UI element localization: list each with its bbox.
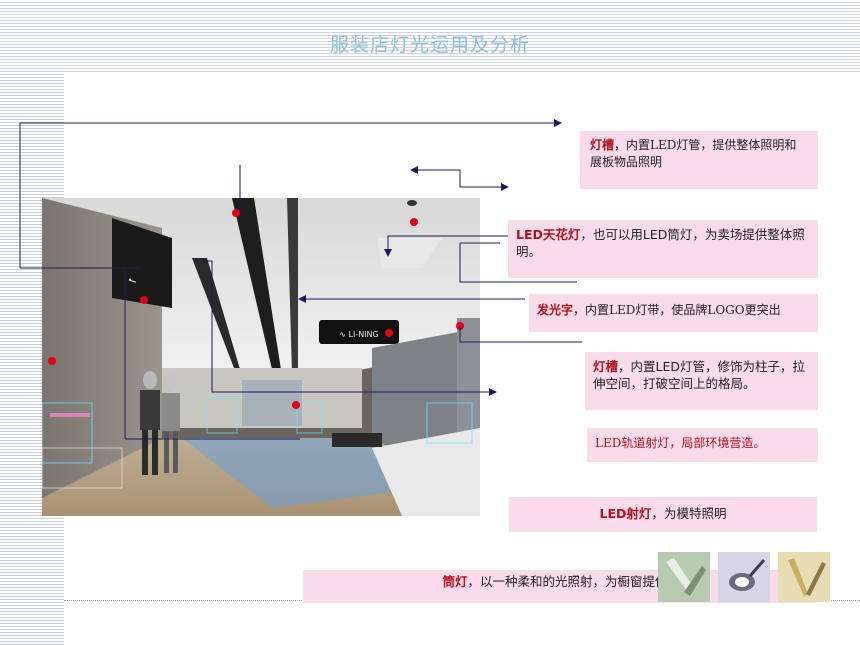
callout-led-ceiling-light: LED天花灯，也可以用LED筒灯，为卖场提供整体照明。 bbox=[508, 220, 818, 278]
callout-light-slot: 灯槽，内置LED灯管，提供整体照明和展板物品照明 bbox=[580, 131, 818, 189]
callout-key: 灯槽 bbox=[593, 359, 619, 374]
callout-text: ，内置LED灯管，提供整体照明和展板物品照明 bbox=[590, 138, 797, 169]
callout-key: 灯槽 bbox=[590, 138, 615, 152]
callout-illuminated-sign: 发光字，内置LED灯带，使品牌LOGO更突出 bbox=[529, 294, 818, 332]
callout-key: LED射灯 bbox=[599, 506, 652, 521]
callout-text: ，内置LED灯带，使品牌LOGO更突出 bbox=[573, 303, 781, 317]
svg-text:✓: ✓ bbox=[124, 275, 139, 288]
callout-key: 筒灯 bbox=[442, 574, 468, 589]
header-stripe-band bbox=[0, 0, 860, 72]
callout-text: ，为模特照明 bbox=[651, 506, 727, 521]
spotlight-icon bbox=[718, 552, 770, 602]
page-title: 服装店灯光运用及分析 bbox=[329, 34, 530, 56]
svg-text:∿ LI-NING: ∿ LI-NING bbox=[339, 330, 378, 339]
callout-track-spotlight: LED轨道射灯，局部环境营造。 bbox=[587, 428, 818, 462]
store-interior-render: ✓ ∿ LI-NING bbox=[42, 198, 480, 516]
callout-key: 发光字 bbox=[537, 303, 574, 317]
callout-led-spotlight: LED射灯，为模特照明 bbox=[509, 497, 817, 532]
callout-key: LED天花灯 bbox=[516, 227, 581, 242]
callout-column-light-slot: 灯槽，内置LED灯管，修饰为柱子，拉伸空间，打破空间上的格局。 bbox=[585, 352, 818, 410]
track-light-icon bbox=[658, 552, 710, 602]
downlight-icon bbox=[778, 552, 830, 602]
callout-text: LED轨道射灯，局部环境营造。 bbox=[595, 436, 766, 450]
callout-text: ，内置LED灯管，修饰为柱子，拉伸空间，打破空间上的格局。 bbox=[593, 359, 806, 391]
callout-text: ，也可以用LED筒灯，为卖场提供整体照明。 bbox=[516, 227, 805, 259]
callout-text: ，以一种柔和的光照射，为橱窗提供照明。 bbox=[467, 574, 705, 589]
